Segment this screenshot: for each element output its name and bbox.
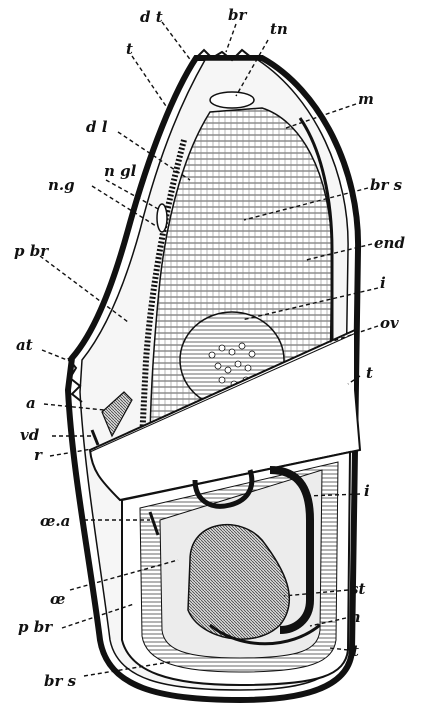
- leader-lines: [39, 21, 379, 677]
- label-dl: d l: [86, 118, 108, 136]
- dorsal-lamina: [139, 139, 187, 441]
- label-vd: vd: [20, 426, 40, 444]
- label-i-low: i: [364, 482, 370, 500]
- heart: [209, 623, 321, 646]
- label-oea: œ.a: [40, 512, 70, 530]
- label-br: br: [228, 6, 247, 24]
- labels: d t br tn t m d l n gl n.g br s end p br…: [14, 6, 405, 690]
- label-a: a: [26, 394, 36, 412]
- atrial-siphon: [67, 357, 83, 403]
- label-t-mid: t: [366, 364, 373, 382]
- label-t-top: t: [126, 40, 133, 58]
- intestine: [269, 466, 314, 634]
- label-ov: ov: [380, 314, 399, 332]
- stomach: [187, 523, 290, 640]
- vas-deferens: [90, 429, 100, 446]
- anus: [101, 391, 133, 438]
- nerve-ganglion: [156, 203, 168, 233]
- label-ngl: n gl: [104, 162, 137, 180]
- label-ng: n.g: [48, 176, 75, 194]
- cut-band: [88, 328, 362, 502]
- label-brs-top: br s: [370, 176, 403, 194]
- branchial-siphon: [195, 48, 263, 109]
- label-st: st: [350, 580, 365, 598]
- label-r: r: [34, 446, 43, 464]
- label-dt: d t: [140, 8, 163, 26]
- label-h: h: [350, 608, 361, 626]
- label-end: end: [374, 234, 405, 252]
- label-tn: tn: [270, 20, 288, 38]
- label-pbr-top: p br: [14, 242, 49, 260]
- label-pbr-low: p br: [18, 618, 53, 636]
- label-oe: œ: [50, 590, 65, 608]
- endostyle: [298, 117, 334, 380]
- label-m: m: [358, 90, 374, 108]
- oesophageal-aperture: [148, 511, 160, 536]
- label-brs-low: br s: [44, 672, 77, 690]
- label-t-low: t: [352, 642, 359, 660]
- label-i-top: i: [380, 274, 386, 292]
- label-at: at: [16, 336, 33, 354]
